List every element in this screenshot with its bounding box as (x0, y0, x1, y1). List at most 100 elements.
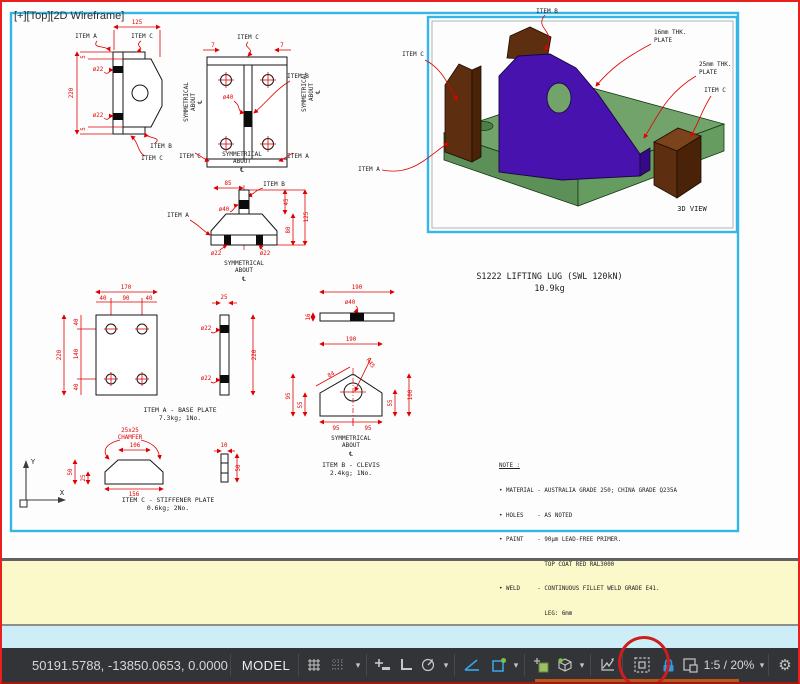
snap-mode-button[interactable] (304, 648, 326, 682)
svg-text:84: 84 (327, 371, 336, 380)
osnap-tracking-icon (464, 659, 479, 671)
svg-text:SYMMETRICAL: SYMMETRICAL (224, 260, 264, 267)
svg-text:℄: ℄ (348, 451, 353, 458)
annotation-monitor-icon (601, 658, 614, 671)
note-line: LEG: 6mm (499, 611, 573, 618)
model-space-button[interactable]: MODEL (241, 657, 291, 673)
svg-text:ITEM B: ITEM B (287, 73, 309, 80)
selection-cycling-icon (534, 658, 549, 673)
3d-model (442, 26, 726, 207)
svg-text:16mm THK.: 16mm THK. (654, 29, 687, 36)
separator (768, 654, 769, 676)
svg-text:ITEM C: ITEM C (704, 87, 726, 94)
view-baseplate-edge: 25 ø22 ø22 220 (201, 295, 258, 396)
svg-text:7: 7 (280, 43, 284, 49)
svg-text:0.6kg; 2No.: 0.6kg; 2No. (147, 504, 189, 512)
svg-text:190: 190 (346, 337, 357, 343)
dynamic-input-button[interactable] (372, 648, 394, 682)
annotation-scale-sync-button[interactable] (680, 648, 700, 682)
svg-text:45: 45 (284, 198, 290, 205)
svg-text:95: 95 (333, 426, 340, 432)
svg-text:10: 10 (221, 443, 228, 449)
separator (230, 654, 231, 676)
svg-text:ITEM B: ITEM B (263, 181, 285, 188)
3d-object-snap-button[interactable] (554, 648, 576, 682)
separator (622, 654, 623, 676)
object-snap-button[interactable] (488, 648, 510, 682)
scale-dropdown[interactable]: ▾ (759, 659, 765, 670)
customization-gear-button[interactable]: ⚙ (778, 657, 792, 674)
svg-text:ITEM B - CLEVIS: ITEM B - CLEVIS (322, 461, 380, 469)
svg-text:ABOUT: ABOUT (342, 442, 360, 449)
view-assembly-side: 125 220 5 5 ø22 ø22 ITEM A (69, 20, 172, 162)
svg-text:7: 7 (211, 43, 215, 49)
grid-dropdown[interactable]: ▾ (355, 659, 361, 670)
3d-view-label: 3D VIEW (677, 205, 707, 213)
annotation-visibility-icon (634, 657, 650, 673)
osnap-dropdown[interactable]: ▾ (513, 659, 519, 670)
ortho-mode-button[interactable] (396, 648, 416, 682)
annotation-scale-display[interactable]: 1:5 / 20% (703, 658, 755, 672)
svg-text:156: 156 (129, 492, 140, 498)
svg-text:85: 85 (225, 181, 232, 187)
svg-text:ø22: ø22 (201, 326, 211, 332)
grid-display-button[interactable] (328, 648, 350, 682)
polar-dropdown[interactable]: ▾ (443, 659, 449, 670)
svg-text:220: 220 (252, 349, 258, 360)
svg-text:ITEM B: ITEM B (150, 143, 172, 150)
annotation-scale-lock-button[interactable] (658, 648, 678, 682)
svg-text:ITEM A: ITEM A (167, 212, 189, 219)
drawing-canvas[interactable]: [+][Top][2D Wireframe] 125 (2, 2, 798, 617)
sheet-border (9, 11, 740, 533)
svg-text:ITEM C: ITEM C (131, 33, 153, 40)
svg-text:ABOUT: ABOUT (235, 267, 253, 274)
svg-text:100: 100 (408, 389, 414, 400)
svg-text:125: 125 (304, 211, 310, 222)
snap-grid-icon (308, 659, 320, 671)
ortho-icon (401, 659, 412, 670)
svg-text:80: 80 (286, 226, 292, 233)
view-clevis-edge: 190 ø40 16 (306, 285, 395, 322)
polar-tracking-button[interactable] (418, 648, 438, 682)
svg-text:SYMMETRICAL: SYMMETRICAL (183, 82, 190, 122)
separator (590, 654, 591, 676)
selection-cycling-button[interactable] (530, 648, 552, 682)
3d-osnap-dropdown[interactable]: ▾ (579, 659, 585, 670)
drawing-notes: NOTE : • MATERIAL - AUSTRALIA GRADE 250;… (499, 446, 734, 635)
separator (454, 654, 455, 676)
viewport-controls[interactable]: [+][Top][2D Wireframe] (14, 10, 125, 22)
annotation-visibility-button[interactable] (630, 648, 654, 682)
grid-display-icon (332, 659, 344, 671)
svg-text:ABOUT: ABOUT (190, 93, 197, 111)
title-line1: S1222 LIFTING LUG (SWL 120kN) (476, 271, 623, 281)
viewport-3d[interactable]: 3D VIEW (426, 15, 739, 234)
svg-text:ITEM C: ITEM C (141, 155, 163, 162)
svg-text:220: 220 (69, 87, 75, 98)
view-baseplate-plan: 170 40 90 40 220 40 140 40 (57, 285, 217, 422)
coordinates-display[interactable]: 50191.5788, -13850.0653, 0.0000 (32, 657, 228, 673)
svg-text:℄: ℄ (239, 167, 244, 174)
view-stiffener-face: 25x25 CHAMFER 106 50 25 156 ITEM C - STI… (68, 428, 214, 512)
lock-icon (663, 658, 673, 672)
command-line-band[interactable] (2, 561, 798, 626)
svg-text:ITEM C: ITEM C (237, 34, 259, 41)
svg-text:40: 40 (74, 318, 80, 325)
lower-band (2, 626, 798, 648)
svg-text:ITEM C: ITEM C (402, 51, 424, 58)
svg-text:℄: ℄ (315, 90, 322, 95)
svg-text:SYMMETRICAL: SYMMETRICAL (331, 435, 371, 442)
annotation-monitor-button[interactable] (596, 648, 620, 682)
svg-text:220: 220 (57, 349, 63, 360)
notes-heading: NOTE : (499, 463, 520, 470)
view-stiffener-edge: 10 50 (214, 443, 242, 483)
svg-text:ITEM A: ITEM A (75, 33, 97, 40)
svg-text:25: 25 (81, 474, 87, 481)
object-snap-tracking-button[interactable] (460, 648, 484, 682)
svg-text:ITEM A: ITEM A (287, 153, 309, 160)
svg-text:PLATE: PLATE (654, 37, 672, 44)
svg-text:5: 5 (81, 55, 87, 59)
3d-osnap-cube-icon (558, 658, 572, 672)
svg-text:40: 40 (74, 383, 80, 390)
svg-text:ø22: ø22 (260, 251, 270, 257)
svg-text:25x25: 25x25 (121, 428, 139, 434)
